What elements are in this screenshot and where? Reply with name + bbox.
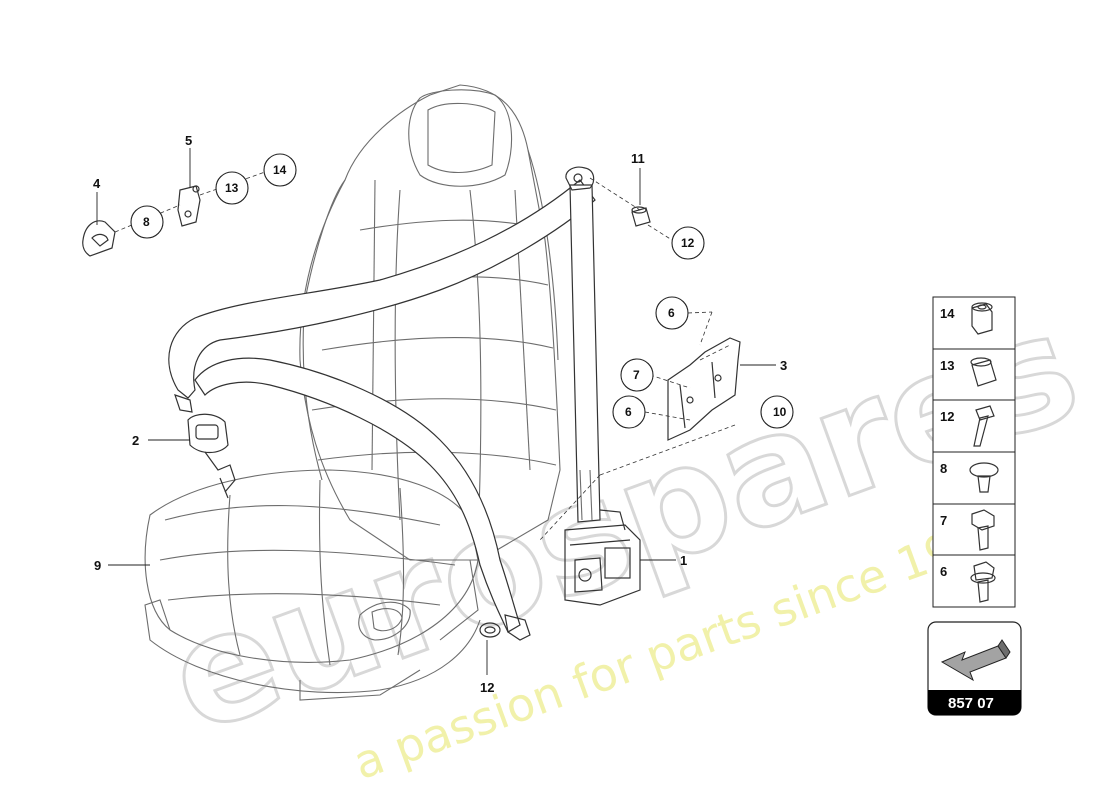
svg-text:8: 8 [143, 215, 150, 229]
svg-text:10: 10 [773, 405, 787, 419]
callout-2: 2 [132, 433, 139, 448]
callout-9: 9 [94, 558, 101, 573]
small-bracket [177, 185, 201, 227]
belt-retractor [564, 509, 641, 606]
svg-text:12: 12 [681, 236, 695, 250]
callout-circle-7-top: 8 [130, 205, 164, 239]
callout-11: 12 [480, 680, 494, 695]
callout-circle-14: 14 [263, 153, 297, 187]
bolt-6-icon [970, 561, 996, 603]
cover-cap [82, 220, 116, 257]
legend-label-6: 6 [940, 564, 947, 579]
svg-text:6: 6 [625, 405, 632, 419]
callout-circle-12: 12 [671, 226, 705, 260]
legend-label-7: 7 [940, 513, 947, 528]
arrow-icon [940, 639, 1011, 682]
callout-circle-7-lower: 7 [620, 358, 654, 392]
belt-buckle [174, 394, 236, 499]
svg-text:14: 14 [273, 163, 287, 177]
callout-1: 1 [680, 553, 687, 568]
fastener-legend: 14 13 12 8 7 6 [932, 296, 1016, 608]
callout-circle-6-lower: 6 [612, 395, 646, 429]
grommet [479, 622, 501, 638]
svg-text:6: 6 [668, 306, 675, 320]
svg-text:13: 13 [225, 181, 239, 195]
legend-label-12: 12 [940, 409, 954, 424]
spacer-sleeve [631, 206, 651, 227]
circled-callouts: 8 13 14 12 6 7 6 10 [130, 153, 794, 429]
callout-circle-8: 10 [760, 395, 794, 429]
plain-labels: 5 4 2 9 11 3 1 12 [93, 133, 787, 695]
callout-10: 11 [631, 151, 645, 166]
legend-label-14: 14 [940, 306, 955, 321]
bolt-14-icon [971, 302, 993, 335]
callout-circle-6-upper: 6 [655, 296, 689, 330]
diagram-code: 857 07 [948, 695, 994, 712]
callout-4: 4 [93, 176, 101, 191]
svg-text:7: 7 [633, 368, 640, 382]
legend-label-13: 13 [940, 358, 954, 373]
callout-3: 3 [780, 358, 787, 373]
reference-tile: 857 07 [927, 621, 1022, 716]
leader-lines [96, 148, 776, 675]
screw-12-icon [973, 405, 995, 447]
mounting-plate [667, 337, 741, 441]
legend-label-8: 8 [940, 461, 947, 476]
dashed-lines [114, 171, 736, 541]
belt-webbing [168, 166, 601, 641]
callout-circle-13: 13 [215, 171, 249, 205]
sleeve-13-icon [970, 357, 997, 387]
bolt-7-icon [971, 509, 995, 551]
callout-5: 5 [185, 133, 192, 148]
clip-8-icon [969, 462, 999, 493]
